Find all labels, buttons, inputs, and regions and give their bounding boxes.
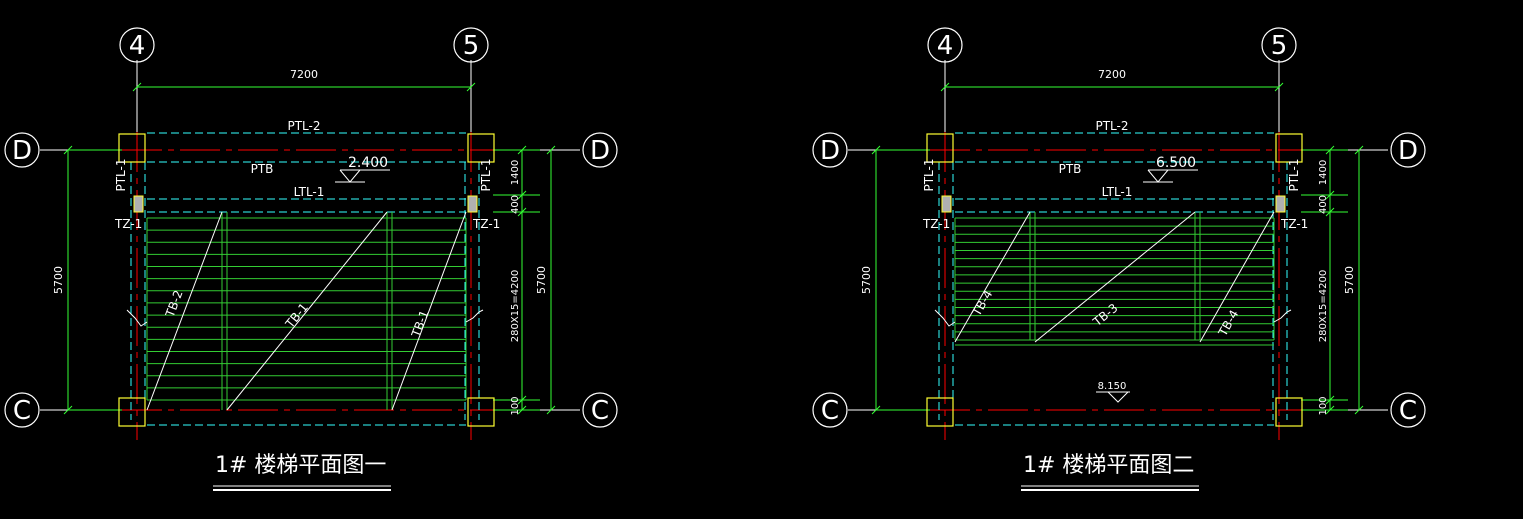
top-beam-label: PTL-2 xyxy=(287,119,320,133)
flight-diagonal-1 xyxy=(146,211,223,411)
dim-5700-right-label: 5700 xyxy=(535,266,548,294)
axis-bubble-4-label: 4 xyxy=(937,31,954,61)
side-beam-right-label: PTL-1 xyxy=(1287,158,1301,191)
dim-tick xyxy=(1274,82,1284,92)
column-bottom-left xyxy=(118,397,146,427)
dim-5700-right-label: 5700 xyxy=(1343,266,1356,294)
stair-plan-2: 4 5D C D C 7200 5700 5700 1400 400 280X15=4200 100 P… xyxy=(812,27,1426,491)
plan-title: 1# 楼梯平面图二 xyxy=(1023,453,1194,478)
dim-tick xyxy=(132,82,142,92)
treads xyxy=(955,217,1274,341)
axis-bubble-4-label: 4 xyxy=(129,31,146,61)
dim-400-label: 400 xyxy=(510,195,521,214)
column-bottom-left xyxy=(926,397,954,427)
dim-tick xyxy=(1354,405,1364,415)
column-left-label: TZ-1 xyxy=(922,217,950,231)
dim-1400-label: 1400 xyxy=(510,160,521,185)
dim-5700-left-label: 5700 xyxy=(52,266,65,294)
axis-bubble-c-left-label: C xyxy=(13,396,31,426)
landing-level-label: 2.400 xyxy=(348,155,388,171)
dim-steps-label: 280X15=4200 xyxy=(1318,270,1329,343)
column-top-left xyxy=(118,133,146,163)
axis-bubble-c-right-circle xyxy=(582,392,618,428)
dim-tick xyxy=(546,405,556,415)
column-bottom-right xyxy=(1275,397,1303,427)
column-left-label: TZ-1 xyxy=(114,217,142,231)
landing-slab-label: PTB xyxy=(251,162,274,176)
axis-bubble-c-right-label: C xyxy=(591,396,609,426)
axis-bubble-d-left-label: D xyxy=(820,136,840,166)
axis-bubble-4-circle xyxy=(927,27,963,63)
dim-tick xyxy=(940,82,950,92)
column-right-label: TZ-1 xyxy=(472,217,500,231)
break-mark-right xyxy=(465,309,484,323)
dim-steps-label: 280X15=4200 xyxy=(510,270,521,343)
column-top-left xyxy=(926,133,954,163)
side-beam-left-label: PTL-1 xyxy=(114,158,128,191)
axis-bubble-c-left-label: C xyxy=(821,396,839,426)
flight-diagonal-2 xyxy=(1034,211,1196,343)
top-beam-label: PTL-2 xyxy=(1095,119,1128,133)
dim-5700-left-label: 5700 xyxy=(860,266,873,294)
side-beam-left-label: PTL-1 xyxy=(922,158,936,191)
flight-diagonal-1 xyxy=(954,211,1031,343)
column-top-right xyxy=(1275,133,1303,163)
flight-diagonal-2 xyxy=(226,211,388,411)
axis-bubble-c-right-label: C xyxy=(1399,396,1417,426)
flight-diagonal-3 xyxy=(1199,211,1275,343)
bottom-level-label: 8.150 xyxy=(1098,381,1127,392)
column-right-label: TZ-1 xyxy=(1280,217,1308,231)
column-tz-right xyxy=(1275,195,1286,213)
dim-7200-label: 7200 xyxy=(290,68,318,81)
axis-bubble-5-circle xyxy=(453,27,489,63)
column-tz-right xyxy=(467,195,478,213)
break-mark-left xyxy=(934,309,956,327)
column-tz-left xyxy=(941,195,952,213)
landing-slab-label: PTB xyxy=(1059,162,1082,176)
axis-bubble-d-right-label: D xyxy=(590,136,610,166)
treads xyxy=(147,217,466,401)
axis-bubble-5-circle xyxy=(1261,27,1297,63)
landing-beam-label: LTL-1 xyxy=(294,185,325,199)
dim-tick xyxy=(546,145,556,155)
dim-400-label: 400 xyxy=(1318,195,1329,214)
dim-100-label: 100 xyxy=(1318,396,1329,415)
axis-bubble-d-right-circle xyxy=(1390,132,1426,168)
axis-bubble-4-circle xyxy=(119,27,155,63)
axis-bubble-5-label: 5 xyxy=(463,31,480,61)
column-top-right xyxy=(467,133,495,163)
axis-bubble-d-right-circle xyxy=(582,132,618,168)
axis-bubble-c-left-circle xyxy=(812,392,848,428)
bottom-level-symbol xyxy=(1107,391,1129,403)
column-tz-left xyxy=(133,195,144,213)
column-bottom-right xyxy=(467,397,495,427)
axis-bubble-5-label: 5 xyxy=(1271,31,1288,61)
break-mark-left xyxy=(126,309,148,327)
landing-beam-label: LTL-1 xyxy=(1102,185,1133,199)
landing-level-label: 6.500 xyxy=(1156,155,1196,171)
axis-bubble-c-left-circle xyxy=(4,392,40,428)
break-mark-right xyxy=(1273,309,1292,323)
dim-tick xyxy=(1354,145,1364,155)
dim-7200-label: 7200 xyxy=(1098,68,1126,81)
axis-bubble-d-left-label: D xyxy=(12,136,32,166)
flight-diagonal-3 xyxy=(391,211,467,411)
dim-1400-label: 1400 xyxy=(1318,160,1329,185)
axis-bubble-d-right-label: D xyxy=(1398,136,1418,166)
axis-bubble-d-left-circle xyxy=(4,132,40,168)
axis-bubble-d-left-circle xyxy=(812,132,848,168)
dim-100-label: 100 xyxy=(510,396,521,415)
axis-bubble-c-right-circle xyxy=(1390,392,1426,428)
stair-plan-1: 4 5D C D C 7200 5700 5700 1400 400 280X15=4200 100 P… xyxy=(4,27,618,491)
plan-title: 1# 楼梯平面图一 xyxy=(215,453,386,478)
side-beam-right-label: PTL-1 xyxy=(479,158,493,191)
dim-tick xyxy=(466,82,476,92)
